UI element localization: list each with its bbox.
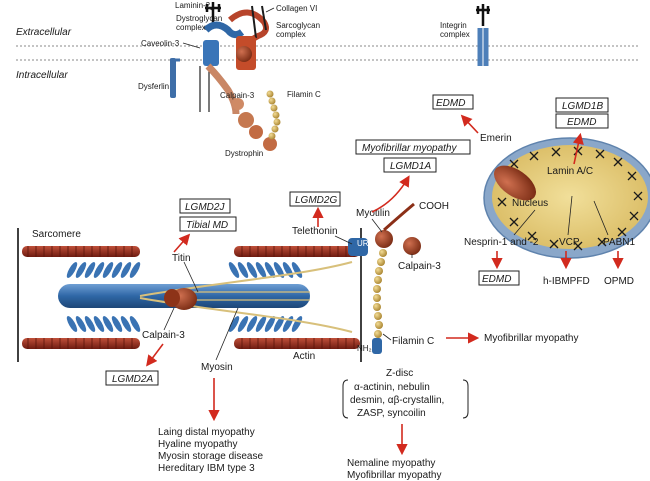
calpain3-sarcomere-shape-2 (164, 289, 180, 307)
edmd-top-box (432, 94, 474, 110)
myosin-heads (66, 262, 303, 332)
lgmd2j-label: LGMD2J (185, 202, 225, 213)
lamin-label: Lamin A/C (547, 166, 593, 177)
calpain3-membrane-shape (236, 46, 252, 62)
edmd-top-label: EDMD (436, 98, 465, 109)
titin-label: Titin (172, 253, 191, 264)
filamin-membrane-beads (266, 90, 281, 140)
lgmd2a-label: LGMD2A (112, 374, 153, 385)
edmd-lamin-label: EDMD (567, 117, 596, 128)
caveolin-label: Caveolin-3 (141, 39, 180, 48)
myofibrillar-box (355, 139, 471, 155)
laminin-label: Laminin-2 (175, 1, 211, 10)
lgmd1b-box (555, 97, 609, 113)
tibial-label: Tibial MD (186, 220, 228, 231)
pabn1-label: PABN1 (603, 237, 635, 248)
edmd-nesprin-label: EDMD (482, 274, 511, 285)
zdisc-list-item: desmin, αβ-crystallin, (350, 395, 444, 406)
actin-filaments (22, 246, 360, 349)
myotilin-label: Myotilin (356, 208, 390, 219)
collagen-fiber-icon (251, 5, 267, 39)
opmd-label: OPMD (604, 276, 634, 287)
intracellular-label: Intracellular (16, 70, 68, 81)
extracellular-label: Extracellular (16, 27, 72, 38)
vcp-label: VCP (559, 237, 580, 248)
dystroglycan-tm-shape (203, 40, 219, 66)
z-disc-complex (348, 202, 421, 354)
zdisc-list-item: α-actinin, nebulin (354, 382, 430, 393)
lgmd2j-box (179, 198, 231, 214)
sarcomere-label: Sarcomere (32, 229, 81, 240)
emerin-label: Emerin (480, 133, 512, 144)
zdisc-disease-item: Myofibrillar myopathy (347, 470, 441, 481)
emerin-shape (493, 165, 537, 201)
nucleus-label: Nucleus (512, 198, 548, 209)
integrin-complex-shape (476, 4, 490, 66)
edmd-lamin-box (555, 113, 609, 129)
actin-label: Actin (293, 351, 315, 362)
dysferlin-label: Dysferlin (138, 82, 169, 91)
nh2-label: NH₂ (357, 344, 372, 353)
zdisc-disease-item: Nemaline myopathy (347, 458, 435, 469)
zdisc-label: Z-disc (386, 368, 413, 379)
dystrophin-label: Dystrophin (225, 149, 263, 158)
lgmd2g-box (289, 191, 341, 207)
dystroglycan-label-text: Dystroglycan (176, 14, 222, 23)
lgmd1a-box (383, 157, 437, 173)
lgmd2a-box (105, 370, 159, 386)
myosin-disease-item: Myosin storage disease (158, 451, 263, 462)
nesprin-label: Nesprin-1 and -2 (464, 237, 539, 248)
laminin-cross-icon (205, 2, 221, 28)
nucleus-cell (483, 137, 650, 259)
myosin-label: Myosin (201, 362, 233, 373)
telethonin-label: Telethonin (292, 226, 338, 237)
dystrophin-shape (205, 63, 240, 115)
lamin-network-icon (497, 146, 643, 251)
myofibrillar-box-label: Myofibrillar myopathy (362, 143, 457, 154)
filaminc-membrane-label: Filamin C (287, 90, 321, 99)
calpain3-right-label: Calpain-3 (398, 261, 441, 272)
myosin-disease-list: Laing distal myopathy Hyaline myopathy M… (158, 427, 263, 474)
dystroglycan-shape (203, 21, 245, 39)
myosin-disease-item: Hyaline myopathy (158, 439, 237, 450)
cooh-label: COOH (419, 201, 449, 212)
calpain3-sarcomere-label: Calpain-3 (142, 330, 185, 341)
filamin-disease-label: Myofibrillar myopathy (484, 333, 578, 344)
zdisc-disease-list: Nemaline myopathy Myofibrillar myopathy (347, 458, 441, 481)
lgmd2g-label: LGMD2G (295, 195, 337, 206)
myosin-disease-item: Laing distal myopathy (158, 427, 255, 438)
dystrophin-beads (232, 98, 277, 151)
tibial-box (179, 216, 237, 232)
edmd-nesprin-box (478, 270, 520, 286)
dysferlin-shape (170, 58, 176, 98)
collagen-label: Collagen VI (276, 4, 317, 13)
lgmd1b-label: LGMD1B (562, 101, 603, 112)
ibmpfd-label: h-IBMPFD (543, 276, 590, 287)
zdisc-protein-list: α-actinin, nebulin desmin, αβ-crystallin… (342, 379, 469, 419)
filaminc-label: Filamin C (392, 336, 434, 347)
calpain3-membrane-label: Calpain-3 (220, 91, 255, 100)
ur-label: UR (357, 239, 369, 248)
zdisc-list-item: ZASP, syncoilin (357, 408, 426, 419)
lgmd1a-label: LGMD1A (390, 161, 431, 172)
myosin-disease-item: Hereditary IBM type 3 (158, 463, 255, 474)
